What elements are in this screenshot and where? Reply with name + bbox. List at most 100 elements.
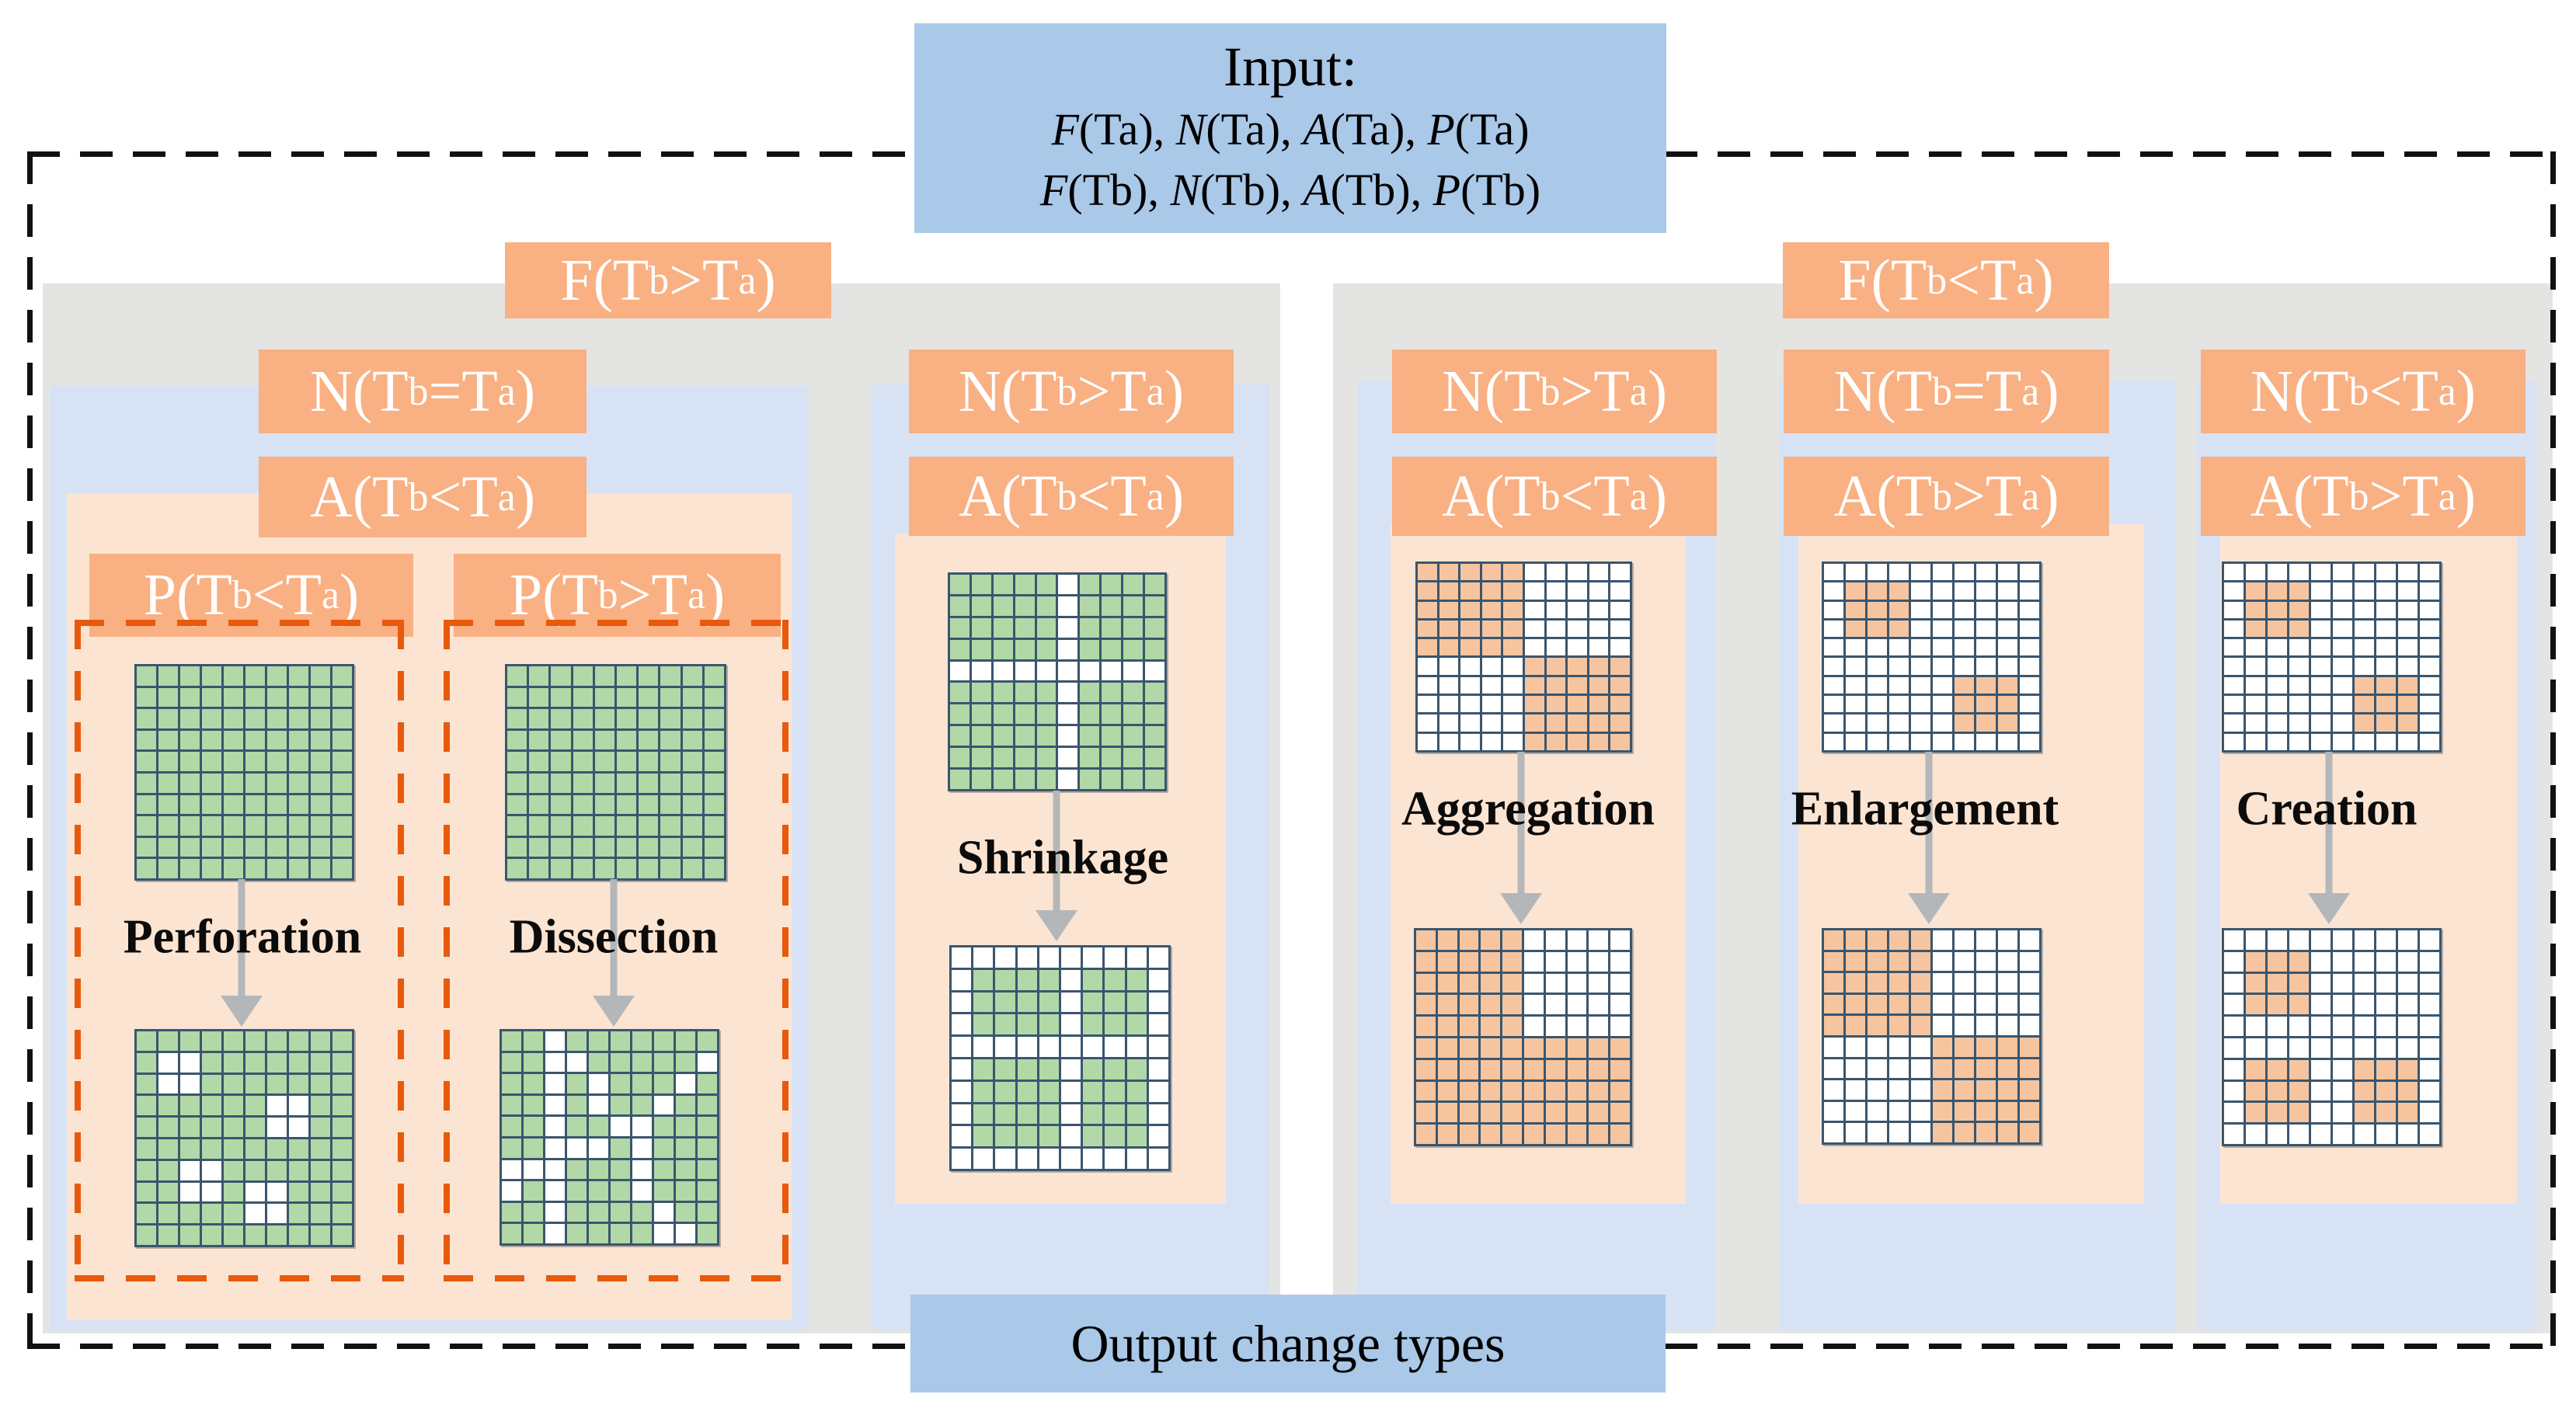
grid-cell (1525, 733, 1544, 750)
grid-cell (1502, 1081, 1522, 1101)
grid-cell (993, 770, 1013, 789)
grid-cell (1102, 683, 1122, 703)
grid-cell (1439, 658, 1459, 675)
grid-cell (1933, 1101, 1952, 1121)
grid-cell (589, 1052, 608, 1073)
grid-cell (1911, 658, 1930, 675)
grid-cell (1824, 1038, 1843, 1057)
grid-cell (1868, 714, 1887, 732)
down-arrow-icon (1499, 752, 1543, 924)
grid-cell (682, 774, 702, 793)
grid-cell (137, 752, 156, 771)
grid-cell (289, 1160, 308, 1180)
grid-cell (1824, 1080, 1843, 1100)
grid-cell (1145, 617, 1164, 638)
grid-cell (1846, 1059, 1865, 1079)
grid-cell (224, 1074, 243, 1094)
grid-cell (639, 837, 659, 857)
grid-cell (1460, 658, 1480, 675)
grid-cell (611, 1074, 630, 1093)
grid-cell (654, 1052, 674, 1073)
grid-cell (1145, 661, 1164, 681)
grid-cell (1439, 620, 1459, 638)
grid-cell (1933, 620, 1952, 638)
grid-cell (1998, 930, 2017, 950)
grid-cell (973, 1149, 994, 1169)
grid-cell (1955, 1038, 1974, 1057)
grid-cell (1418, 601, 1437, 618)
grid-cell (1567, 1103, 1587, 1123)
grid-cell (2246, 930, 2265, 950)
grid-cell (1459, 1038, 1479, 1058)
grid-cell (589, 1159, 608, 1180)
grid-cell (698, 1052, 717, 1073)
grid-cell (502, 1074, 521, 1093)
grid-cell (654, 1139, 674, 1158)
grid-shrinkage-before (948, 572, 1167, 791)
grid-cell (2246, 658, 2265, 675)
grid-cell (567, 1224, 587, 1243)
grid-cell (993, 726, 1013, 746)
grid-cell (529, 794, 549, 815)
grid-cell (1868, 930, 1887, 950)
grid-cell (137, 837, 156, 857)
grid-cell (180, 709, 200, 728)
grid-cell (660, 774, 681, 793)
grid-cell (704, 774, 724, 793)
grid-cell (2398, 951, 2418, 972)
grid-cell (1933, 601, 1952, 618)
grid-cell (1123, 596, 1144, 616)
grid-cell (676, 1117, 695, 1136)
grid-cell (245, 837, 265, 857)
grid-cell (1976, 601, 1996, 618)
grid-cell (589, 1202, 608, 1222)
grid-cell (2246, 1081, 2265, 1101)
grid-cell (2268, 1103, 2287, 1123)
grid-cell (594, 859, 614, 878)
grid-cell (654, 1181, 674, 1201)
grid-cell (589, 1139, 608, 1158)
grid-cell (502, 1181, 521, 1201)
grid-cell (1416, 1125, 1436, 1144)
grid-cell (1567, 930, 1587, 950)
grid-cell (611, 1202, 630, 1222)
grid-cell (507, 774, 527, 793)
grid-cell (676, 1159, 695, 1180)
grid-cell (1523, 930, 1544, 950)
grid-cell (137, 1139, 156, 1159)
grid-cell (245, 709, 265, 728)
grid-cell (1523, 951, 1544, 972)
grid-cell (1039, 1014, 1059, 1035)
grid-cell (1846, 951, 1865, 972)
grid-cell (1039, 992, 1059, 1013)
input-formula-line2: F(Tb), N(Tb), A(Tb), P(Tb) (1039, 165, 1541, 216)
grid-cell (1976, 1059, 1996, 1079)
grid-cell (1145, 639, 1164, 659)
grid-cell (995, 969, 1015, 990)
grid-cell (2376, 676, 2396, 694)
grid-cell (158, 687, 178, 708)
grid-cell (632, 1095, 652, 1115)
grid-cell (1824, 658, 1843, 675)
grid-cell (158, 1118, 178, 1137)
grid-cell (1525, 714, 1544, 732)
grid-cell (245, 730, 265, 750)
grid-cell (660, 816, 681, 836)
grid-cell (2333, 582, 2352, 600)
grid-cell (289, 1182, 308, 1202)
grid-cell (1039, 1081, 1059, 1102)
grid-cell (1439, 639, 1459, 656)
grid-cell (1889, 1080, 1909, 1100)
grid-cell (1545, 1125, 1565, 1144)
grid-cell (1546, 601, 1566, 618)
grid-cell (1868, 1123, 1887, 1142)
grid-cell (1481, 951, 1501, 972)
grid-cell (1083, 992, 1103, 1013)
grid-cell (1889, 620, 1909, 638)
grid-cell (1955, 696, 1974, 713)
grid-cell (1933, 582, 1952, 600)
grid-cell (1589, 582, 1609, 600)
grid-cell (682, 794, 702, 815)
grid-cell (639, 709, 659, 728)
grid-cell (2355, 973, 2374, 993)
